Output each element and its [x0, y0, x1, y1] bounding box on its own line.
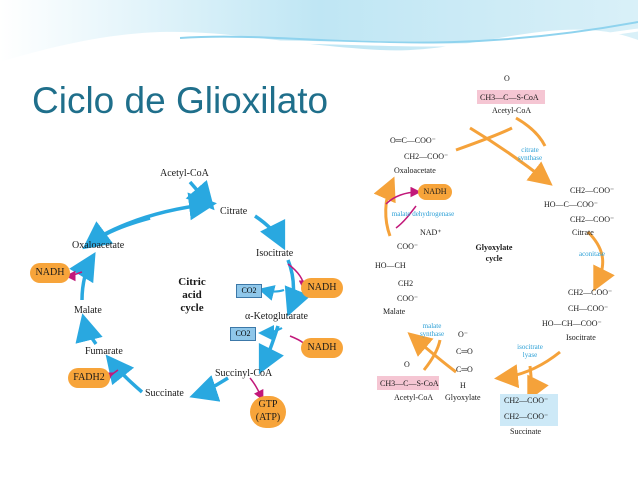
citrate-line-3: CH2—COO⁻	[570, 215, 615, 224]
isocitrate-lyase-line-1: isocitrate	[517, 343, 543, 351]
acetyl-coa-top-highlight	[477, 90, 545, 104]
nadh-badge-2: NADH	[301, 338, 343, 358]
glyoxylate-nadh-badge: NADH	[418, 184, 452, 200]
center-line-3: cycle	[180, 302, 204, 314]
citrate-name: Citrate	[572, 228, 594, 237]
glyoxylate-name: Glyoxylate	[445, 393, 481, 402]
center-line-2: acid	[182, 289, 202, 301]
acetyl-coa-top-oxygen: O	[504, 74, 510, 83]
enzyme-malate-dehydrogenase: malate dehydrogenase	[391, 210, 455, 218]
succinate-line-1: CH2—COO⁻	[504, 396, 549, 405]
enzyme-isocitrate-lyase: isocitrate lyase	[512, 343, 548, 359]
succinate-line-2: CH2—COO⁻	[504, 412, 549, 421]
succinate-label: Succinate	[145, 388, 184, 399]
center-line-1: Citric	[178, 276, 206, 288]
enzyme-aconitase: aconitase	[578, 250, 606, 258]
gtp-atp-badge: GTP (ATP)	[250, 396, 286, 428]
citrate-line-2: HO—C—COO⁻	[544, 200, 599, 209]
nadh-badge-3: NADH	[30, 263, 70, 283]
citrate-label: Citrate	[220, 206, 248, 217]
nadh-badge-1: NADH	[301, 278, 343, 298]
acetyl-coa-bottom-name: Acetyl-CoA	[394, 393, 434, 402]
citric-acid-cycle-label: Citric acid cycle	[172, 276, 212, 315]
alpha-ketoglutarate-label: α-Ketoglutarate	[245, 311, 308, 322]
succinate-highlight	[500, 394, 558, 426]
acetyl-coa-bottom-highlight	[377, 376, 439, 390]
fadh2-badge: FADH2	[68, 368, 110, 388]
acetyl-coa-bottom-formula: CH3—C—S-CoA	[380, 379, 439, 388]
enzyme-malate-synthase: malate synthase	[412, 322, 452, 338]
isocitrate-label: Isocitrate	[256, 248, 294, 259]
co2-box-1: CO2	[236, 284, 262, 298]
citrate-line-1: CH2—COO⁻	[570, 186, 615, 195]
malate-line-3: CH2	[398, 279, 414, 288]
glyoxylate-center-line-1: Glyoxylate	[475, 243, 513, 252]
malate-name: Malate	[383, 307, 406, 316]
malate-line-4: COO⁻	[397, 294, 419, 303]
glyoxylate-line-3: C═O	[456, 365, 473, 374]
glyoxylate-line-1: O⁻	[458, 330, 468, 339]
oxaloacetate-line-1: O═C—COO⁻	[390, 136, 436, 145]
malate-synthase-line-2: synthase	[419, 330, 445, 338]
citrate-synthase-line-1: citrate	[521, 146, 539, 154]
isocitrate-name: Isocitrate	[566, 333, 596, 342]
citrate-synthase-line-2: synthase	[517, 154, 543, 162]
isocitrate-lyase-line-2: lyase	[522, 351, 538, 359]
oxaloacetate-line-2: CH2—COO⁻	[404, 152, 449, 161]
nad-plus-label: NAD⁺	[420, 228, 442, 237]
acetyl-coa-label: Acetyl-CoA	[160, 168, 209, 179]
acetyl-coa-top-name: Acetyl-CoA	[492, 106, 532, 115]
glyoxylate-cycle-label: Glyoxylate cycle	[464, 242, 524, 264]
oxaloacetate-label: Oxaloacetate	[72, 240, 125, 251]
malate-label: Malate	[74, 305, 102, 316]
glyoxylate-center-line-2: cycle	[485, 254, 503, 263]
acetyl-coa-bottom-oxygen: O	[404, 360, 410, 369]
co2-box-2: CO2	[230, 327, 256, 341]
oxaloacetate-name: Oxaloacetate	[394, 166, 436, 175]
glyoxylate-line-2: C═O	[456, 347, 473, 356]
malate-line-1: COO⁻	[397, 242, 419, 251]
slide-title: Ciclo de Glioxilato	[32, 80, 329, 121]
fumarate-label: Fumarate	[85, 346, 123, 357]
acetyl-coa-top-formula: CH3—C—S-CoA	[480, 93, 539, 102]
enzyme-citrate-synthase: citrate synthase	[510, 146, 550, 162]
atp-label: (ATP)	[255, 412, 281, 423]
gtp-label: GTP	[258, 399, 278, 410]
isocitrate-line-2: CH—COO⁻	[568, 304, 609, 313]
isocitrate-line-3: HO—CH—COO⁻	[542, 319, 602, 328]
succinyl-coa-label: Succinyl-CoA	[215, 368, 273, 379]
malate-line-2: HO—CH	[375, 261, 406, 270]
glyoxylate-line-4: H	[460, 381, 466, 390]
malate-synthase-line-1: malate	[422, 322, 442, 330]
isocitrate-line-1: CH2—COO⁻	[568, 288, 613, 297]
succinate-name: Succinate	[510, 427, 542, 436]
